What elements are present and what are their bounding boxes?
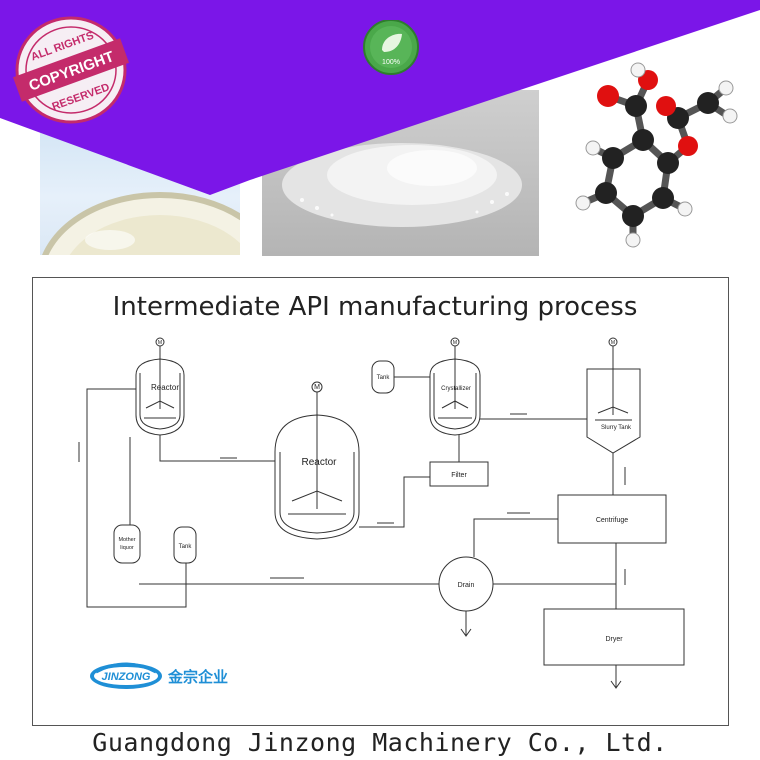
leaf-icon xyxy=(382,33,402,52)
dryer-label: Dryer xyxy=(605,636,623,643)
logo-brand-text: JINZONG xyxy=(102,671,151,683)
copyright-stamp: COPYRIGHT ALL RIGHTS RESERVED xyxy=(12,14,130,126)
motor-label: M xyxy=(453,340,457,346)
jinzong-logo: JINZONG 金宗企业 xyxy=(90,662,228,689)
process-diagram: Intermediate API manufacturing process xyxy=(32,277,729,726)
centrifuge-label: Centrifuge xyxy=(596,517,628,524)
motor-label: M xyxy=(158,340,162,346)
filter-label: Filter xyxy=(451,472,467,479)
reactor-small-label: Reactor xyxy=(151,383,179,392)
mother-liquor-label-line2: liquor xyxy=(120,545,134,551)
crystallizer xyxy=(429,337,481,436)
dryer-box xyxy=(543,608,685,666)
diagram-title: Intermediate API manufacturing process xyxy=(113,292,638,322)
mother-liquor-label-line1: Mother xyxy=(118,537,135,543)
reactor-large-label: Reactor xyxy=(301,457,337,468)
molecule-model xyxy=(548,58,760,258)
reactor-small xyxy=(135,337,185,441)
mother-liquor-tank xyxy=(113,524,141,564)
eco-badge-label: 100% xyxy=(382,59,400,66)
company-name-footer: Guangdong Jinzong Machinery Co., Ltd. xyxy=(92,728,668,757)
motor-label: M xyxy=(314,384,320,391)
eco-badge: 100% xyxy=(360,19,422,75)
slurry-tank-label: Slurry Tank xyxy=(601,425,632,431)
crystallizer-label: Crystallizer xyxy=(441,386,471,392)
petri-dish-photo xyxy=(40,110,240,255)
logo-chinese-text: 金宗企业 xyxy=(167,668,228,686)
drain-label: Drain xyxy=(458,582,475,589)
crystals-photo xyxy=(262,90,539,256)
motor-label: M xyxy=(611,340,615,346)
tank-top-label: Tank xyxy=(377,375,391,381)
tank-bottom xyxy=(173,526,197,564)
slurry-tank xyxy=(586,337,641,454)
reactor-large xyxy=(274,381,360,540)
tank-bottom-label: Tank xyxy=(179,544,193,550)
